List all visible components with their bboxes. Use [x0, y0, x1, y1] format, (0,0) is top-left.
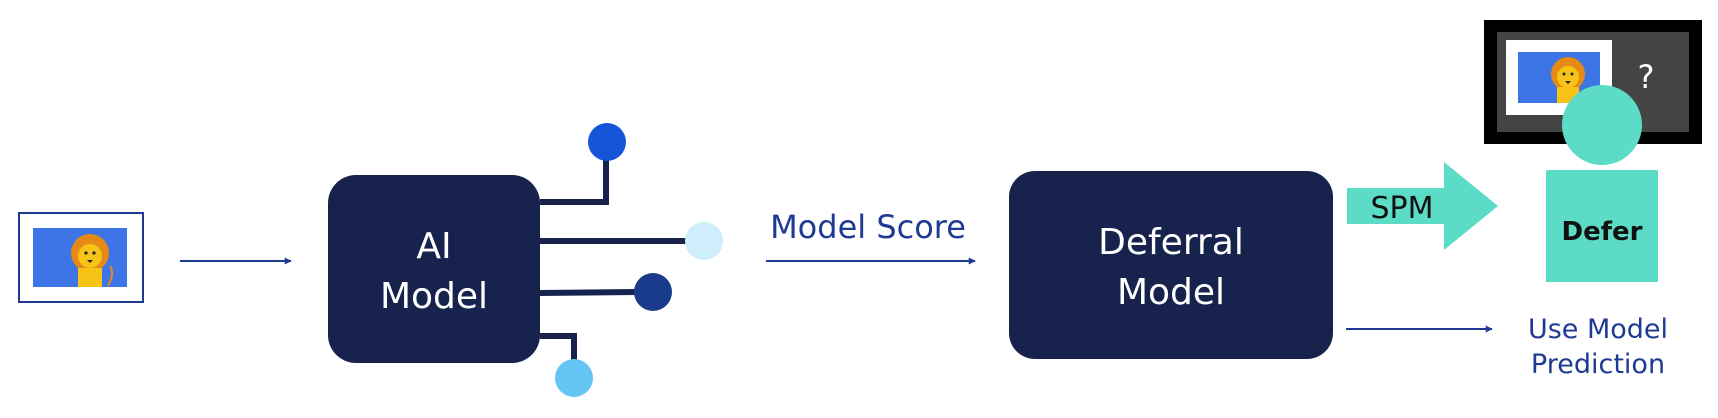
person-icon: Defer — [1546, 85, 1658, 282]
deferral-model-label-line2: Model — [1117, 272, 1225, 313]
deferral-model-box: Deferral Model — [1009, 171, 1333, 359]
deferral-model-label-line1: Deferral — [1098, 222, 1244, 263]
ai-model-label-line1: AI — [416, 226, 451, 267]
output-node-pale — [685, 222, 723, 260]
connector-3 — [539, 289, 641, 296]
model-score-label: Model Score — [770, 208, 966, 246]
spm-arrow: SPM — [1347, 162, 1498, 250]
output-node-navy — [634, 273, 672, 311]
defer-label: Defer — [1562, 217, 1643, 247]
connector-1 — [540, 144, 609, 205]
input-image-icon — [18, 212, 144, 303]
ai-model-label-line2: Model — [380, 276, 488, 317]
question-mark: ? — [1638, 58, 1655, 96]
output-node-royal — [588, 123, 626, 161]
ai-model-box: AI Model — [328, 175, 540, 363]
use-model-label-line1: Use Model — [1528, 314, 1668, 345]
monitor-icon: ? — [1484, 20, 1702, 144]
output-node-sky — [555, 359, 593, 397]
use-model-label-line2: Prediction — [1531, 349, 1665, 380]
spm-label: SPM — [1370, 191, 1433, 226]
model-output-connectors — [539, 144, 688, 374]
